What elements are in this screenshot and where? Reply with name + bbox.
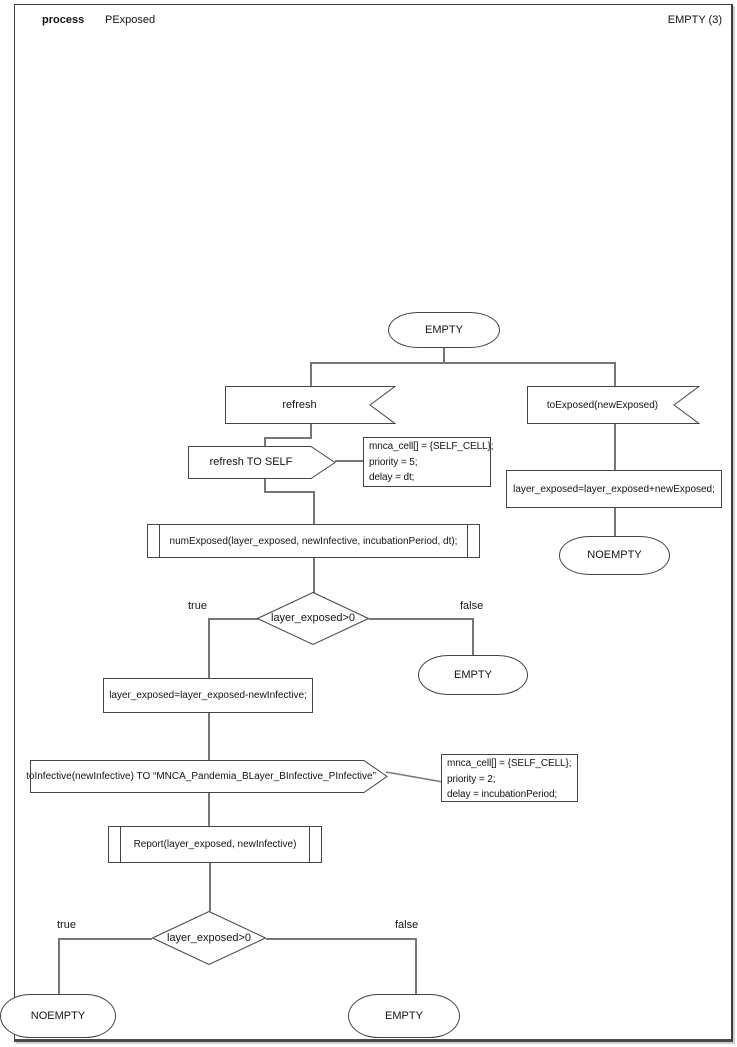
connector (208, 793, 210, 826)
input-label: toExposed(newExposed) (546, 399, 659, 411)
decision-layer-exposed-2[interactable]: layer_exposed>0 (152, 911, 266, 965)
branch-label-false: false (393, 919, 421, 931)
input-signal-shape (527, 386, 700, 424)
connector (313, 558, 315, 593)
comment-line: mnca_cell[] = {SELF_CELL}; (447, 758, 572, 769)
connector (415, 938, 417, 996)
output-label: refresh TO SELF (209, 456, 293, 469)
input-label: refresh (282, 398, 317, 411)
state-noempty-right[interactable]: NOEMPTY (559, 536, 670, 575)
signal-output-toinfective[interactable]: toInfective(newInfective) TO “MNCA_Pande… (26, 760, 388, 793)
comment-connector (386, 771, 444, 783)
connector (443, 348, 445, 362)
branch-label-true: true (186, 600, 209, 612)
branch-label-false: false (458, 600, 486, 612)
connector (264, 437, 266, 446)
connector (264, 437, 312, 439)
procedure-numexposed[interactable]: numExposed(layer_exposed, newInfective, … (147, 524, 480, 558)
task-label: layer_exposed=layer_exposed-newInfective… (109, 690, 307, 701)
state-counter-label: EMPTY (3) (667, 14, 722, 26)
output-signal-shape (188, 446, 336, 479)
connector (310, 362, 616, 364)
state-label: NOEMPTY (587, 549, 642, 562)
connector-true (58, 938, 152, 940)
branch-label-true: true (55, 919, 78, 931)
signal-input-refresh[interactable]: refresh (225, 386, 396, 424)
connector (310, 362, 312, 386)
connector-true (208, 618, 258, 620)
connector-false (369, 618, 472, 620)
connector (209, 863, 211, 911)
task-add-exposed[interactable]: layer_exposed=layer_exposed+newExposed; (506, 470, 722, 508)
start-state-empty[interactable]: EMPTY (388, 312, 500, 348)
state-label: EMPTY (385, 1009, 423, 1022)
state-empty-bottom[interactable]: EMPTY (348, 994, 460, 1038)
connector (614, 424, 616, 470)
connector (614, 362, 616, 386)
state-label: EMPTY (454, 668, 492, 681)
process-name: PExposed (105, 14, 156, 26)
decision-diamond (152, 911, 266, 965)
connector (313, 491, 315, 524)
task-label: layer_exposed=layer_exposed+newExposed; (513, 483, 715, 495)
connector (310, 424, 312, 437)
output-signal-shape (30, 760, 388, 793)
comment-line: priority = 2; (447, 773, 496, 785)
procedure-label: numExposed(layer_exposed, newInfective, … (169, 535, 458, 547)
state-noempty-bottom[interactable]: NOEMPTY (0, 994, 116, 1038)
connector (264, 479, 266, 491)
procedure-report[interactable]: Report(layer_exposed, newInfective) (108, 826, 322, 863)
state-label: NOEMPTY (30, 1009, 86, 1022)
input-signal-shape (225, 386, 396, 424)
connector (58, 938, 60, 996)
connector-comment (335, 460, 363, 462)
comment-box-refresh-params[interactable]: mnca_cell[] = {SELF_CELL}; priority = 5;… (363, 437, 494, 487)
connector (208, 618, 210, 678)
procedure-label: Report(layer_exposed, newInfective) (133, 839, 297, 850)
decision-layer-exposed-1[interactable]: layer_exposed>0 (257, 592, 369, 645)
comment-line: delay = incubationPeriod; (447, 789, 558, 800)
decision-label: layer_exposed>0 (270, 612, 356, 625)
state-label: EMPTY (425, 323, 463, 336)
signal-input-toexposed[interactable]: toExposed(newExposed) (527, 386, 700, 424)
task-subtract-infective[interactable]: layer_exposed=layer_exposed-newInfective… (103, 678, 313, 713)
connector (472, 618, 474, 655)
signal-output-refresh-to-self[interactable]: refresh TO SELF (188, 446, 336, 479)
connector-false (266, 938, 415, 940)
connector (208, 713, 210, 760)
connector (614, 508, 616, 536)
decision-diamond (257, 592, 369, 645)
page-frame (14, 4, 733, 1042)
comment-line: mnca_cell[] = {SELF_CELL}; (369, 441, 494, 452)
connector (264, 491, 315, 493)
decision-label: layer_exposed>0 (166, 931, 252, 944)
comment-line: priority = 5; (369, 456, 418, 468)
process-kind-label: process (42, 14, 85, 26)
output-label: toInfective(newInfective) TO “MNCA_Pande… (26, 771, 376, 782)
comment-line: delay = dt; (369, 472, 415, 483)
state-empty-mid[interactable]: EMPTY (418, 655, 528, 695)
comment-box-toinfective-params[interactable]: mnca_cell[] = {SELF_CELL}; priority = 2;… (441, 754, 578, 802)
